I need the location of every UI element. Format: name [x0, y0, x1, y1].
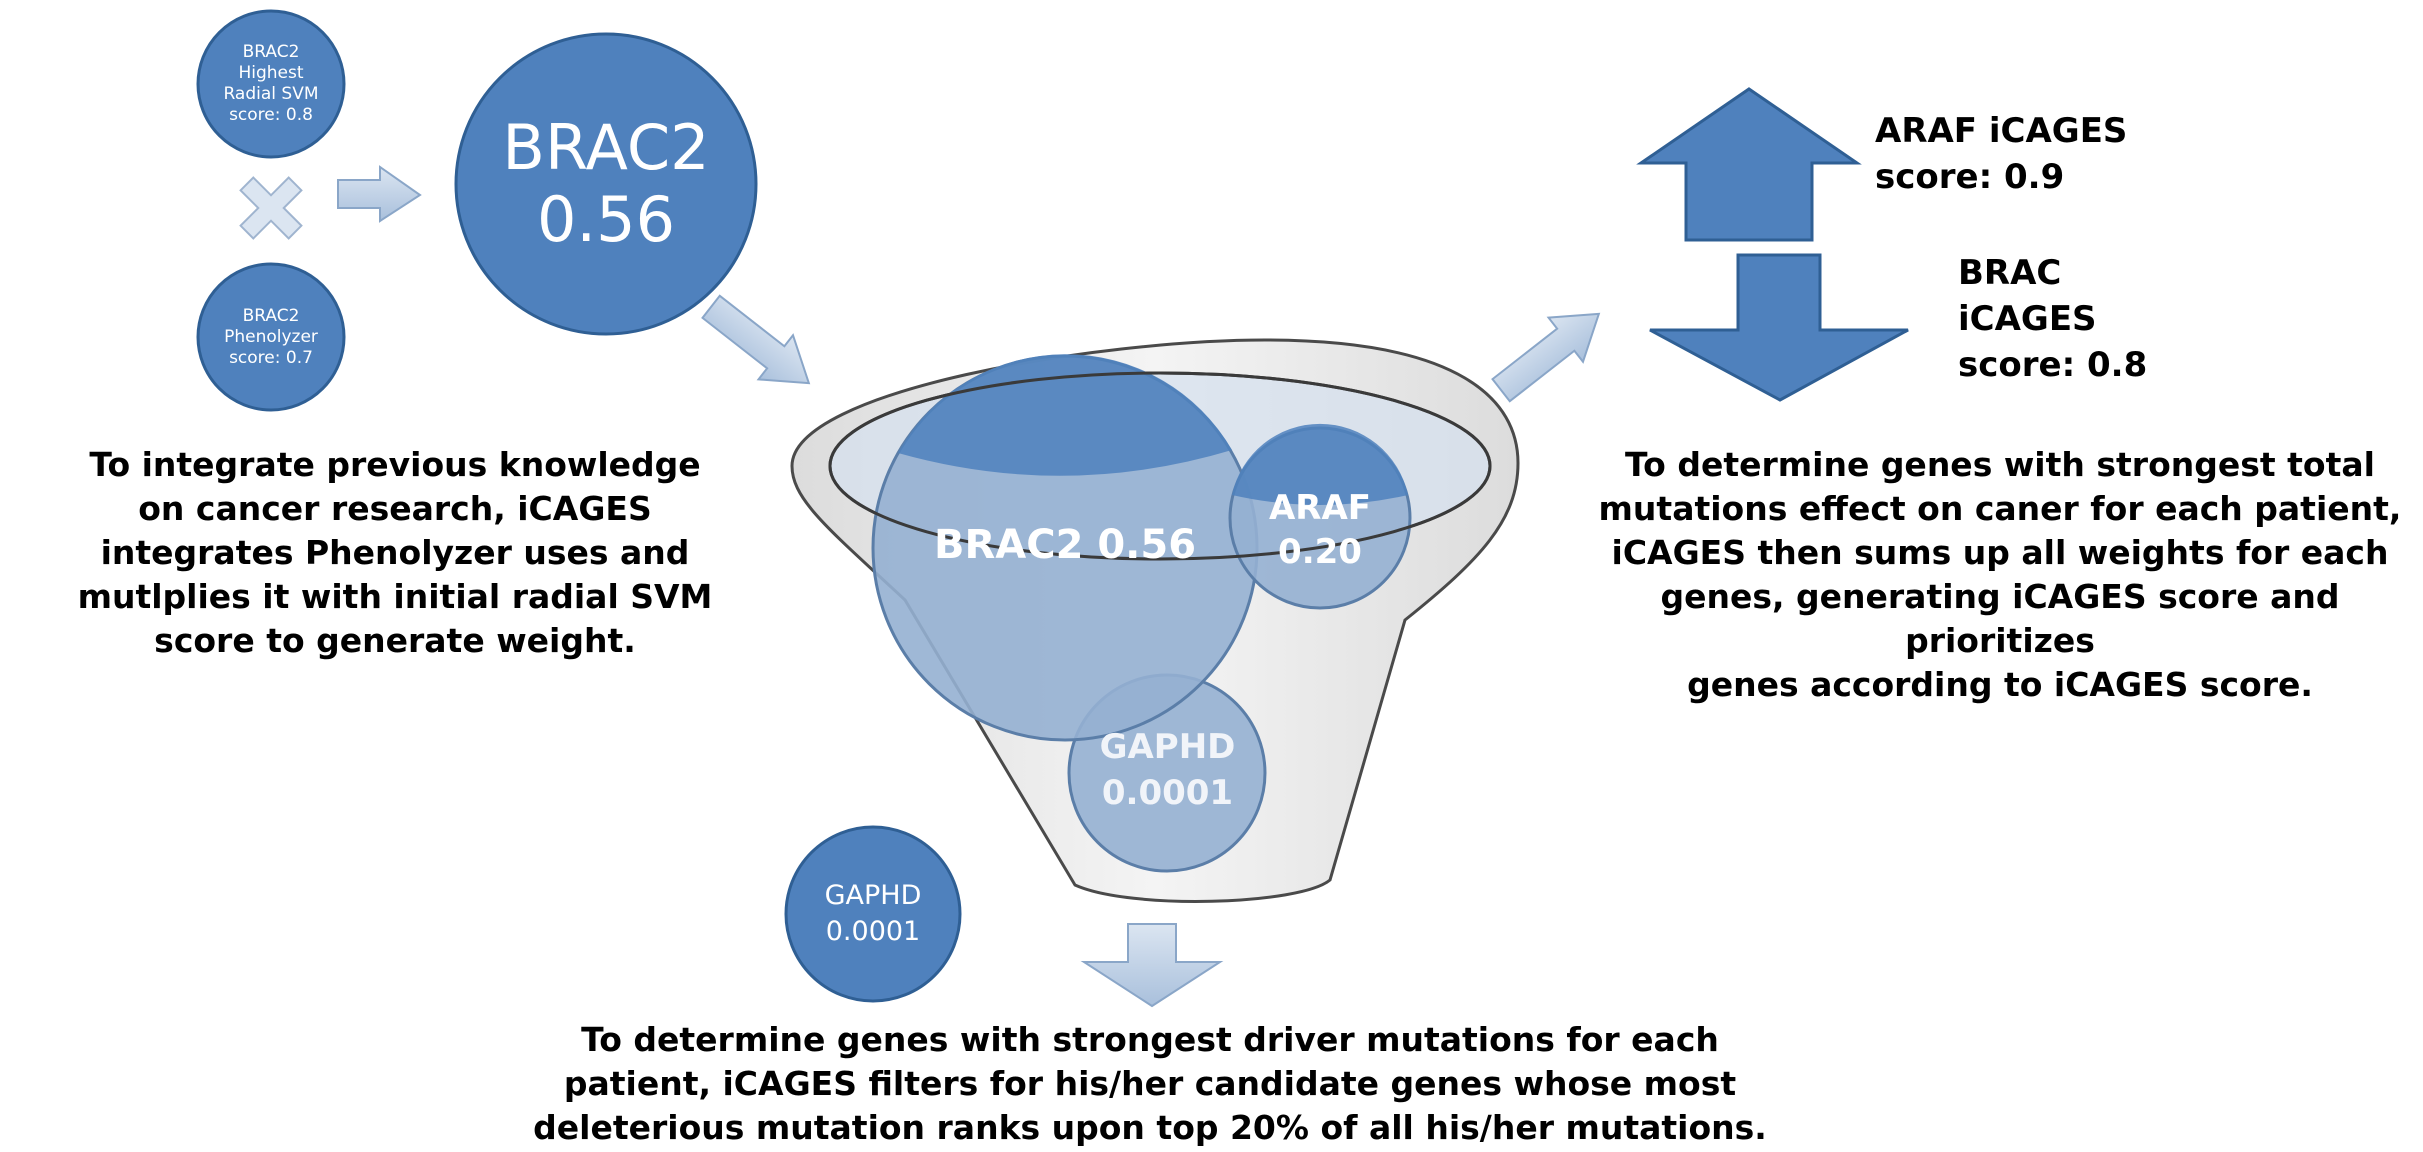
rank-up-arrow: [1636, 87, 1862, 242]
rank-bottom-label: BRAC iCAGES score: 0.8: [1958, 253, 2148, 385]
arrow-down-output: [1080, 923, 1224, 1008]
rank-down-arrow: [1649, 253, 1909, 402]
multiply-icon: [239, 176, 303, 240]
funnel-circle-brac2-top: [898, 354, 1232, 476]
rank-top-label: ARAF iCAGES score: 0.9: [1875, 111, 2128, 197]
arrow-to-ranking: [1491, 312, 1601, 403]
filtered-out-circle: [784, 825, 962, 1003]
funnel-brac2-text: BRAC2 0.56: [933, 522, 1197, 568]
phenolyzer-score-circle: [196, 262, 346, 412]
funnel-araf-text: ARAF 0.20: [1268, 488, 1372, 572]
caption-left: To integrate previous knowledge on cance…: [77, 445, 713, 660]
filtered-out-text: GAPHD 0.0001: [824, 880, 922, 947]
arrow-to-weight: [337, 165, 422, 223]
weight-text: BRAC2 0.56: [502, 111, 710, 256]
caption-right: To determine genes with strongest total …: [1598, 445, 2402, 704]
svm-score-text: BRAC2 Highest Radial SVM score: 0.8: [223, 42, 319, 125]
weight-circle: [454, 32, 758, 336]
svm-score-circle: [196, 9, 346, 159]
caption-bottom: To determine genes with strongest driver…: [533, 1020, 1767, 1147]
funnel-rim-line: [828, 371, 1492, 561]
phenolyzer-score-text: BRAC2 Phenolyzer score: 0.7: [224, 305, 318, 368]
funnel-circle-araf-top: [1232, 423, 1408, 505]
funnel-gaphd-text: GAPHD 0.0001: [1099, 727, 1236, 813]
arrow-into-funnel: [701, 294, 811, 385]
